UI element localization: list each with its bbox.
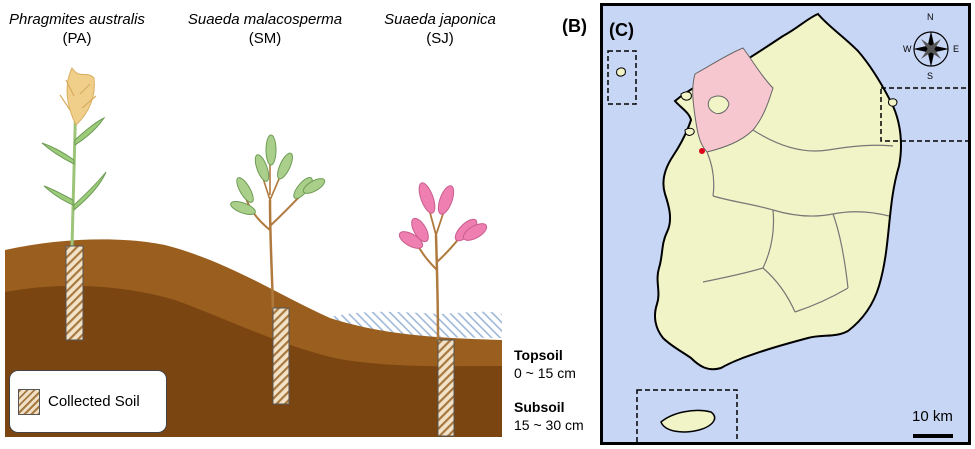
plant-pa xyxy=(41,66,107,247)
island-west-1 xyxy=(680,91,692,101)
compass-s: S xyxy=(927,71,934,81)
study-site-marker xyxy=(699,148,705,154)
map-panel: (C) N S W E 10 km xyxy=(600,3,971,445)
legend: Collected Soil xyxy=(9,370,167,433)
plant-label-sm: Suaeda malacosperma (SM) xyxy=(185,10,345,48)
soil-core-pa xyxy=(65,245,84,341)
inset-box-jeju xyxy=(636,389,738,442)
mainland xyxy=(654,12,902,371)
legend-label: Collected Soil xyxy=(48,393,140,410)
compass-n: N xyxy=(927,12,934,22)
korea-map xyxy=(607,12,968,442)
topsoil-name: Topsoil xyxy=(514,347,563,363)
jeju-island xyxy=(660,409,716,433)
inset-box-northwest xyxy=(607,50,637,105)
province-borders xyxy=(702,129,894,313)
compass-e: E xyxy=(953,44,960,54)
plant-sm xyxy=(230,134,326,311)
inset-box-east xyxy=(880,87,968,142)
subsoil-label: Subsoil 15 ~ 30 cm xyxy=(514,398,584,434)
plant-name-sj: Suaeda japonica xyxy=(384,11,496,28)
plant-label-sj: Suaeda japonica (SJ) xyxy=(370,10,510,48)
island-west-2 xyxy=(684,127,695,136)
panel-b-label: (B) xyxy=(562,16,587,36)
scale-label: 10 km xyxy=(912,408,953,425)
seoul-region xyxy=(707,95,730,115)
plant-name-sm: Suaeda malacosperma xyxy=(187,11,343,28)
scale-bar xyxy=(913,434,953,438)
panel-c-label: (C) xyxy=(609,20,634,40)
plant-abbr-sm: (SM) xyxy=(248,30,282,47)
soil-core-sj xyxy=(437,339,455,437)
collected-soil-swatch xyxy=(18,388,40,415)
plant-abbr-sj: (SJ) xyxy=(426,30,454,47)
topsoil-depth: 0 ~ 15 cm xyxy=(514,365,576,381)
plant-sj xyxy=(398,182,488,341)
plant-name-pa: Phragmites australis xyxy=(9,11,145,28)
subsoil-depth: 15 ~ 30 cm xyxy=(514,417,584,433)
plant-abbr-pa: (PA) xyxy=(62,30,92,47)
subsoil-name: Subsoil xyxy=(514,399,565,415)
plant-label-pa: Phragmites australis (PA) xyxy=(2,10,152,48)
compass-rose-icon xyxy=(913,31,949,67)
island-east xyxy=(888,98,898,107)
compass-w: W xyxy=(903,44,912,54)
soil-core-sm xyxy=(272,307,290,405)
topsoil-label: Topsoil 0 ~ 15 cm xyxy=(514,346,576,382)
island-northwest xyxy=(616,67,626,77)
